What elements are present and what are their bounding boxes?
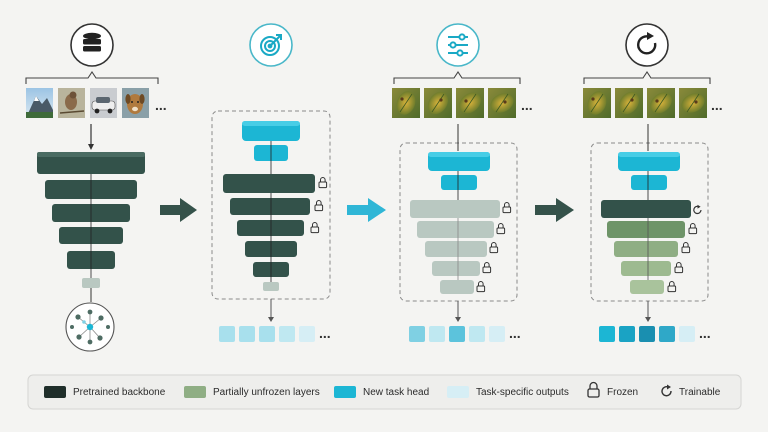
target-icon xyxy=(260,34,282,56)
stage3-model xyxy=(399,124,518,322)
lock-icon xyxy=(587,381,600,398)
leaf-photo-icon-3 xyxy=(647,88,675,118)
legend-label-task-head: New task head xyxy=(363,387,429,398)
legend-box xyxy=(27,374,742,410)
stage-icon-target xyxy=(249,23,293,67)
leaf-photo-icon-2 xyxy=(615,88,643,118)
leaf-photo-icon-2 xyxy=(424,88,452,118)
arrow-stage3-to-stage4 xyxy=(535,198,574,222)
lock-icon xyxy=(674,262,684,274)
lock-icon xyxy=(318,177,328,189)
legend-swatch-task-outputs xyxy=(447,386,469,398)
legend-label-trainable: Trainable xyxy=(679,387,721,398)
lock-icon xyxy=(310,222,320,234)
outputs-stage3: ... xyxy=(409,325,521,342)
sliders-icon xyxy=(448,33,468,57)
legend: Pretrained backbone Partially unfrozen l… xyxy=(27,374,742,410)
mountain-photo-icon xyxy=(26,88,53,118)
leaf-photo-icon-4 xyxy=(679,88,707,118)
leaf-photo-icon-3 xyxy=(456,88,484,118)
brace-general-images xyxy=(25,71,159,84)
image-row-leaves-stage4: ... xyxy=(583,88,723,118)
brace-leaf-images-1 xyxy=(393,71,521,84)
lock-icon xyxy=(681,242,691,254)
stage-icon-sliders xyxy=(436,23,480,67)
refresh-icon xyxy=(637,32,657,55)
legend-swatch-partially-unfrozen xyxy=(184,386,206,398)
stage-icon-database xyxy=(70,23,114,67)
leafRow2-ellipsis: ... xyxy=(711,97,723,113)
stage4-model xyxy=(590,124,709,322)
lock-icon xyxy=(476,281,486,293)
stage-icon-refresh xyxy=(625,23,669,67)
legend-swatch-task-head xyxy=(334,386,356,398)
lock-icon xyxy=(482,262,492,274)
leaf-photo-icon-1 xyxy=(392,88,420,118)
image-row-general: ... xyxy=(26,88,167,118)
car-photo-icon xyxy=(90,88,117,118)
outputs-stage4: ... xyxy=(599,325,711,342)
lock-icon xyxy=(688,223,698,235)
outputs-stage4-ellipsis: ... xyxy=(699,325,711,341)
leafRow1-ellipsis: ... xyxy=(521,97,533,113)
stage4-dashed-frame xyxy=(590,142,709,302)
more-images-ellipsis: ... xyxy=(155,97,167,113)
outputs-stage3-ellipsis: ... xyxy=(509,325,521,341)
legend-swatch-backbone xyxy=(44,386,66,398)
legend-label-task-outputs: Task-specific outputs xyxy=(476,387,569,398)
arrow-stage2-to-stage3 xyxy=(347,198,386,222)
arrow-stage1-to-stage2 xyxy=(160,198,197,222)
leaf-photo-icon-1 xyxy=(583,88,611,118)
database-icon xyxy=(83,32,101,52)
legend-label-partially-unfrozen: Partially unfrozen layers xyxy=(213,387,320,398)
lock-icon xyxy=(496,223,506,235)
layer-markers xyxy=(310,177,702,293)
lock-icon xyxy=(489,242,499,254)
refresh-icon xyxy=(661,384,672,397)
brace-leaf-images-2 xyxy=(583,71,711,84)
outputs-stage2: ... xyxy=(219,325,331,342)
lock-icon xyxy=(314,200,324,212)
stage2-model xyxy=(211,110,331,322)
embedding-cluster xyxy=(65,302,115,352)
image-row-leaves-stage3: ... xyxy=(392,88,533,118)
pretrained-backbone-funnel xyxy=(37,124,145,302)
leaf-photo-icon-4 xyxy=(488,88,516,118)
dog-photo-icon xyxy=(122,88,149,118)
lock-icon xyxy=(667,281,677,293)
legend-label-frozen: Frozen xyxy=(607,387,638,398)
refresh-icon xyxy=(693,204,702,215)
legend-label-backbone: Pretrained backbone xyxy=(73,387,166,398)
outputs-stage2-ellipsis: ... xyxy=(319,325,331,341)
bird-photo-icon xyxy=(58,88,85,118)
lock-icon xyxy=(502,202,512,214)
